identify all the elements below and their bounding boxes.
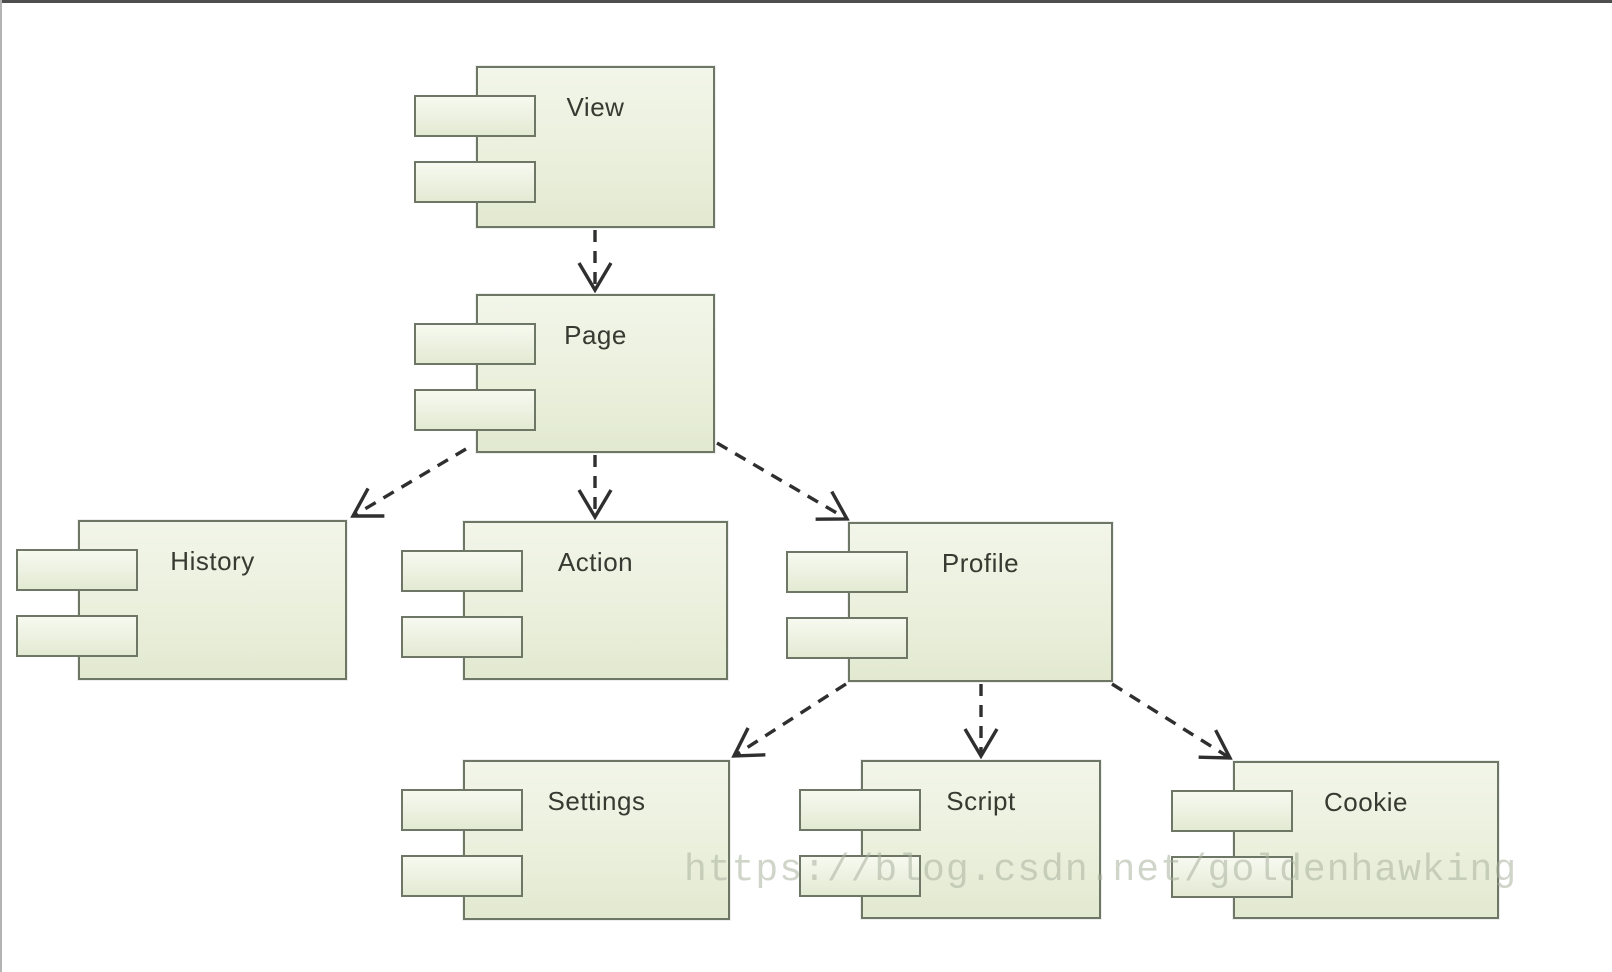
component-tab (799, 855, 921, 897)
edge-page-history (353, 447, 467, 516)
component-label-history: History (170, 546, 255, 576)
component-tab (401, 855, 523, 897)
component-label-cookie: Cookie (1324, 787, 1408, 817)
component-cookie: Cookie (1171, 761, 1499, 919)
component-tab (16, 615, 138, 657)
component-tab (401, 550, 523, 592)
component-history: History (16, 520, 347, 680)
component-tab (414, 95, 536, 137)
frame-top-border (0, 0, 1612, 3)
component-page: Page (414, 294, 715, 453)
component-label-view: View (566, 92, 625, 122)
component-tab (786, 551, 908, 593)
component-tab (414, 161, 536, 203)
component-label-settings: Settings (547, 786, 646, 816)
component-label-page: Page (564, 320, 627, 350)
component-tab (401, 616, 523, 658)
component-settings: Settings (401, 760, 730, 920)
component-tab (1171, 856, 1293, 898)
component-tab (414, 323, 536, 365)
component-label-script: Script (946, 786, 1016, 816)
component-tab (1171, 790, 1293, 832)
frame-left-border (0, 0, 2, 972)
component-script: Script (799, 760, 1101, 919)
component-profile: Profile (786, 522, 1113, 682)
component-tab (786, 617, 908, 659)
edge-page-profile (716, 441, 847, 519)
component-tab (16, 549, 138, 591)
component-action: Action (401, 521, 728, 680)
component-tab (799, 789, 921, 831)
component-label-profile: Profile (941, 548, 1020, 578)
component-tab (401, 789, 523, 831)
component-view: View (414, 66, 715, 228)
edge-profile-settings (734, 682, 847, 756)
component-tab (414, 389, 536, 431)
edge-profile-cookie (1111, 682, 1230, 758)
component-label-action: Action (557, 547, 634, 577)
